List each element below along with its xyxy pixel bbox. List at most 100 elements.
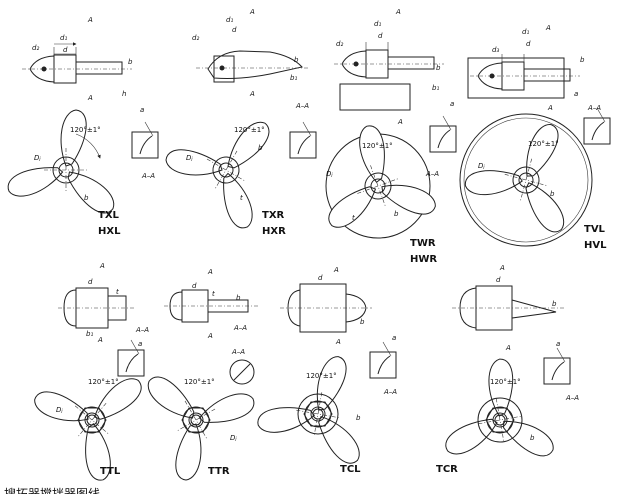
ttl-rotor: 120°±1° Dⱼ TTL — [13, 333, 173, 492]
tcl-hub-view: d b A A — [280, 266, 372, 346]
dim-b: b — [550, 190, 555, 198]
section-label: A–A — [135, 326, 149, 334]
twr-section: a A–A — [425, 100, 457, 178]
dim-d: d — [63, 46, 68, 54]
section-mark: A — [395, 8, 401, 16]
label-txl: TXL — [98, 210, 120, 221]
dim-d2: d₂ — [336, 40, 343, 48]
ttr-section: A–A — [229, 348, 255, 385]
tcr-hub-view: d b A A — [452, 264, 564, 352]
dim-t: t — [212, 290, 215, 298]
tvl-section: a A–A — [574, 90, 611, 145]
blade-angle: 120°±1° — [88, 378, 119, 386]
dim-d1: d₁ — [226, 16, 233, 24]
dim-d1: d₁ — [60, 34, 67, 42]
dim-b: b — [530, 434, 535, 442]
blade-angle: 120°±1° — [490, 378, 521, 386]
dim-b: b — [294, 56, 299, 64]
dim-h: h — [122, 90, 126, 98]
dim-d: d — [232, 26, 237, 34]
section-mark: A — [99, 262, 105, 270]
label-tcl: TCL — [340, 464, 361, 475]
section-label: A–A — [565, 394, 579, 402]
txl-rotor: 120°±1° Dⱼ b TXL HXL — [3, 109, 121, 237]
dim-d: d — [88, 278, 93, 286]
section-mark: A — [207, 332, 213, 340]
txr-section: A–A — [289, 102, 317, 159]
dim-dj: Dⱼ — [478, 162, 485, 170]
dim-b1: b₁ — [432, 84, 439, 92]
dim-a: a — [392, 334, 396, 342]
dim-b: b — [356, 414, 361, 422]
dim-a: a — [556, 340, 560, 348]
dim-dj: Dⱼ — [326, 170, 333, 178]
dim-b: b — [236, 294, 241, 302]
txl-section: a A–A — [131, 106, 159, 180]
label-hwr: HWR — [410, 254, 437, 265]
dim-b: b — [394, 210, 399, 218]
dim-d: d — [526, 40, 531, 48]
dim-b: b — [84, 194, 89, 202]
dim-d2: d₂ — [192, 34, 199, 42]
dim-t: t — [240, 194, 243, 202]
section-label: A–A — [233, 324, 247, 332]
dim-dj: Dⱼ — [186, 154, 193, 162]
section-label: A–A — [141, 172, 155, 180]
label-tvl: TVL — [584, 224, 606, 235]
label-tcr: TCR — [436, 464, 458, 475]
blade-angle: 120°±1° — [70, 126, 101, 134]
label-txr: TXR — [262, 210, 285, 221]
section-label: A–A — [425, 170, 439, 178]
dim-t: t — [352, 214, 355, 222]
blade-angle: 120°±1° — [528, 140, 559, 148]
section-mark: A — [499, 264, 505, 272]
dim-a: a — [138, 340, 142, 348]
dim-d: d — [378, 32, 383, 40]
twr-side-view: d₁ d d₂ b b₁ A A — [333, 8, 445, 126]
txr-rotor: 120°±1° Dⱼ t b TXR HXR — [148, 86, 304, 239]
dim-a: a — [450, 100, 454, 108]
dim-b: b — [128, 58, 133, 66]
dim-d2: d₂ — [32, 44, 39, 52]
dim-a: a — [574, 90, 578, 98]
dim-dj: Dⱼ — [34, 154, 41, 162]
txl-side-view: d₁ d d₂ b h A A — [21, 16, 133, 102]
section-mark: A — [249, 90, 255, 98]
dim-b: b — [580, 56, 585, 64]
ttr-hub-view: d t b A A A–A — [164, 268, 258, 340]
dim-d1: d₁ — [374, 20, 381, 28]
dim-d1: d₁ — [522, 28, 529, 36]
section-mark: A — [207, 268, 213, 276]
dim-b: b — [258, 144, 263, 152]
section-mark: A — [249, 8, 255, 16]
dim-dj: Dⱼ — [56, 406, 63, 414]
ttl-hub-view: d t b₁ A A A–A — [58, 262, 149, 344]
section-mark: A — [397, 118, 403, 126]
blade-angle: 120°±1° — [362, 142, 393, 150]
section-label: A–A — [383, 388, 397, 396]
section-mark: A — [547, 104, 553, 112]
section-mark: A — [333, 266, 339, 274]
tcl-rotor: 120°±1° b TCL — [248, 343, 383, 475]
label-hxr: HXR — [262, 226, 286, 237]
label-ttl: TTL — [100, 466, 121, 477]
tcr-rotor: 120°±1° b TCR — [427, 350, 563, 479]
dim-b1: b₁ — [290, 74, 297, 82]
dim-dj: Dⱼ — [230, 434, 237, 442]
dim-d: d — [192, 282, 197, 290]
section-label: A–A — [231, 348, 245, 356]
blade-angle: 120°±1° — [184, 378, 215, 386]
dim-a: a — [140, 106, 144, 114]
txr-side-view: d₁ d d₂ b b₁ A A — [192, 8, 310, 98]
label-twr: TWR — [410, 238, 436, 249]
label-hvl: HVL — [584, 240, 607, 251]
tcr-section: a A–A — [543, 340, 579, 402]
section-mark: A — [545, 24, 551, 32]
cropped-footer-text: 搜拓器搅拌器图线 — [4, 486, 100, 494]
tcl-section: a A–A — [369, 334, 397, 396]
dim-b: b — [360, 318, 365, 326]
blade-angle: 120°±1° — [234, 126, 265, 134]
dim-t: t — [116, 288, 119, 296]
dim-d3: d₃ — [492, 46, 499, 54]
